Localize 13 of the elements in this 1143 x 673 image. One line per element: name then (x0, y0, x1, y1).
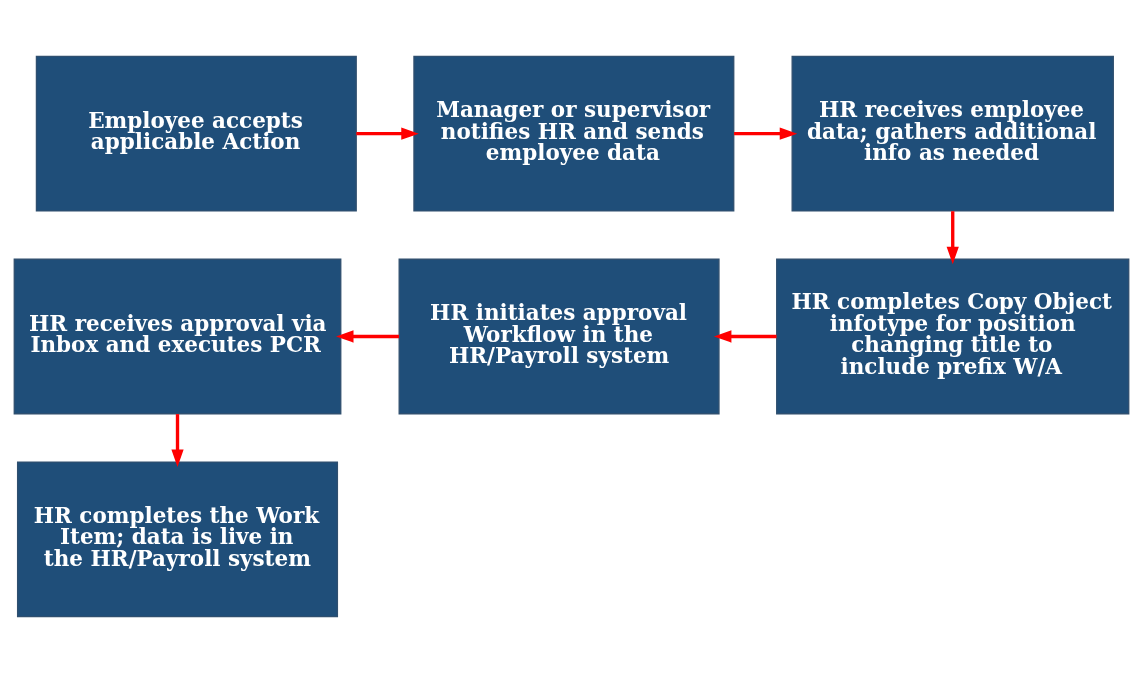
node-box: HR receives approval via Inbox and executes PCR (13, 258, 342, 415)
node-box: HR receives employee data; gathers additional info as needed (791, 55, 1114, 212)
node-box: HR completes the Work Item; data is live in the HR/Payroll system (16, 461, 339, 618)
node-box: Manager or supervisor notifies HR and sends employee data (413, 55, 735, 212)
node-box: HR initiates approval Workflow in the HR/Payroll system (398, 258, 720, 415)
arrow (336, 330, 399, 343)
arrow (734, 127, 798, 140)
node-box: HR completes Copy Object infotype for position changing title to include prefix W/A (776, 258, 1130, 415)
arrow (946, 211, 959, 265)
arrow (713, 330, 777, 343)
arrow (356, 127, 419, 140)
arrow (171, 414, 184, 468)
node-box: Employee accepts applicable Action (35, 55, 357, 212)
